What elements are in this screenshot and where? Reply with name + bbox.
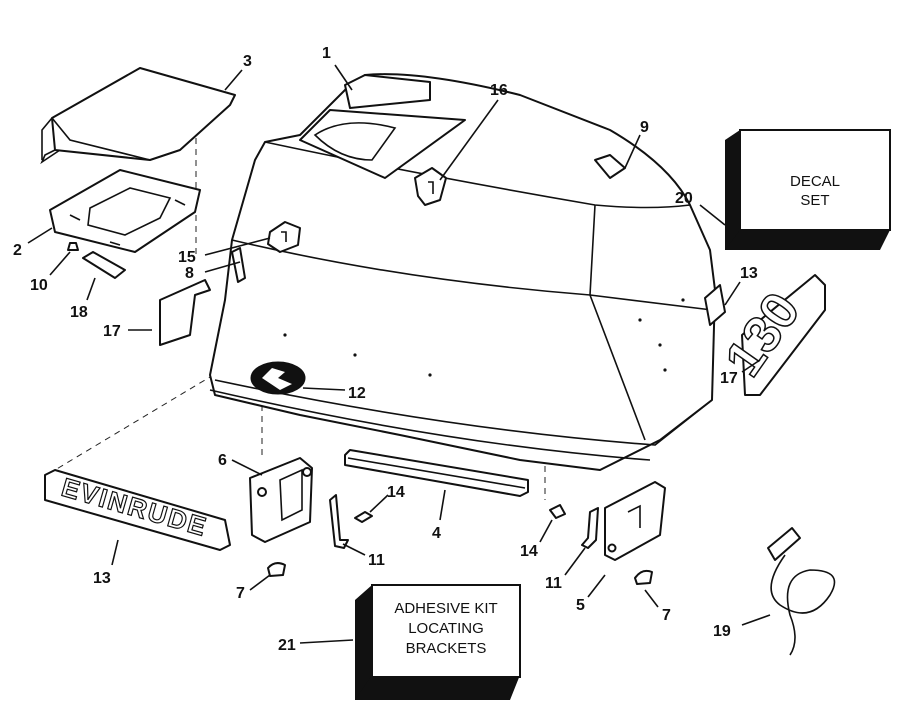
callout-6: 6	[218, 452, 227, 469]
bolt	[67, 242, 79, 251]
side-mount-right	[704, 284, 726, 326]
seal-strip-line	[347, 457, 526, 489]
top-hood	[40, 67, 236, 165]
callout-1: 1	[322, 45, 331, 62]
latch-16	[414, 167, 447, 206]
screw-right	[549, 504, 566, 519]
gasket	[49, 169, 201, 253]
decal-line1: DECAL	[790, 173, 840, 190]
latch-15-detail	[281, 231, 287, 242]
plug-right	[634, 569, 653, 585]
callout-11-right: 11	[545, 575, 562, 592]
callout-20: 20	[675, 190, 693, 207]
callout-7-left: 7	[236, 585, 245, 602]
latch-bracket-right	[604, 481, 666, 561]
adhesive-kit-box: ADHESIVE KIT LOCATING BRACKETS	[355, 584, 521, 700]
adhesive-line2: LOCATING	[408, 620, 484, 637]
callout-11-left: 11	[368, 552, 385, 569]
decal-set-box: DECAL SET	[725, 129, 891, 250]
callout-2: 2	[13, 242, 22, 259]
screw-left	[354, 511, 373, 523]
latch-15	[267, 221, 301, 253]
callout-21: 21	[278, 637, 296, 654]
l-bracket-right	[581, 507, 599, 549]
callout-9: 9	[640, 119, 649, 136]
callout-19: 19	[713, 623, 731, 640]
callout-4: 4	[432, 525, 441, 542]
callout-16: 16	[490, 82, 508, 99]
grommet-strip	[82, 251, 126, 279]
l-bracket-left	[329, 494, 349, 549]
evinrude-logo	[250, 361, 306, 395]
callout-15: 15	[178, 249, 196, 266]
leader-lines	[27, 64, 771, 644]
plug-left	[267, 562, 286, 577]
callout-13-left: 13	[93, 570, 111, 587]
callout-18: 18	[70, 304, 88, 321]
callout-8: 8	[185, 265, 194, 282]
engine-cover	[209, 73, 716, 471]
callout-17-left: 17	[103, 323, 121, 340]
callout-3: 3	[243, 53, 252, 70]
callout-13-right: 13	[740, 265, 758, 282]
callout-numbers: 1 3 16 9 20 2 15 8 10 18 17 13 17 12 6 1…	[13, 45, 758, 654]
latch-bracket-left	[249, 457, 313, 543]
cable-assembly	[767, 527, 836, 656]
callout-17-right: 17	[720, 370, 738, 387]
callout-5: 5	[576, 597, 585, 614]
decal-line2: SET	[800, 192, 829, 209]
callout-14-left: 14	[387, 484, 405, 501]
callout-7-right: 7	[662, 607, 671, 624]
nameplate-text: EVINRUDE	[58, 472, 211, 542]
callout-14-right: 14	[520, 543, 538, 560]
latch-16-detail	[428, 181, 434, 194]
adhesive-line1: ADHESIVE KIT	[394, 600, 497, 617]
callout-10: 10	[30, 277, 48, 294]
small-bracket	[231, 247, 246, 283]
side-plate	[159, 279, 211, 346]
nameplate: EVINRUDE	[44, 469, 231, 551]
adhesive-line3: BRACKETS	[406, 640, 487, 657]
callout-12: 12	[348, 385, 366, 402]
